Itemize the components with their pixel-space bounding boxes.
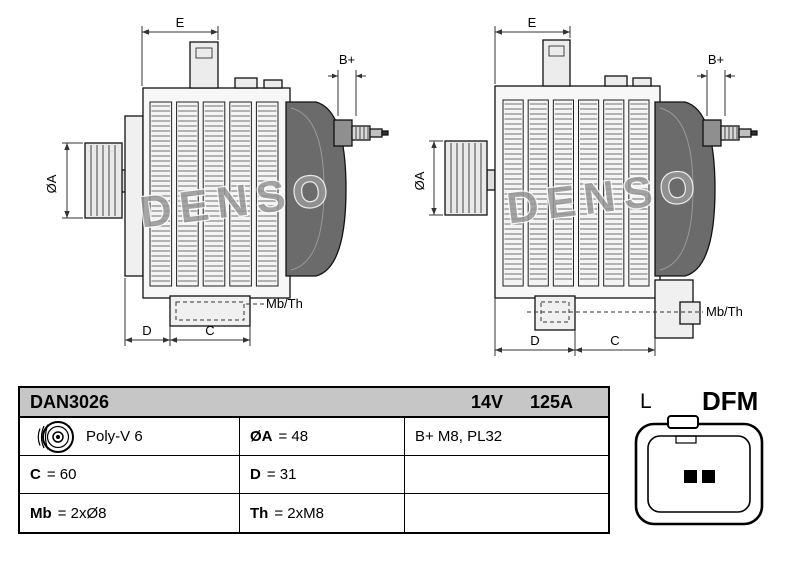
cooling-fins [502,99,650,287]
spec-cell-d: D= 31 [240,456,405,494]
pin-label-dfm: DFM [702,386,758,416]
svg-text:D: D [530,333,539,348]
lifting-lug [542,39,571,87]
mbth-callout: Mb/Th [246,296,303,311]
svg-text:Mb/Th: Mb/Th [266,296,303,311]
svg-text:D: D [142,323,151,338]
spec-cell-pulley: Poly-V 6 [20,418,240,456]
alternator-drawing-left: DENSO E ØA B+ Mb/Th D [44,15,389,346]
spec-cell-th: Th= 2xM8 [240,494,405,532]
dimension-e: E [141,15,219,86]
dimension-diameter-a: ØA [415,140,443,216]
pin-label-l: L [640,390,652,413]
part-number: DAN3026 [30,391,110,412]
dimension-bplus: B+ [328,52,366,116]
cooling-fins [149,101,279,287]
dimension-e: E [494,15,571,84]
svg-text:ØA: ØA [415,171,427,190]
spec-cell-c: C= 60 [20,456,240,494]
dimension-bplus: B+ [697,52,735,116]
spec-cell-mb: Mb= 2xØ8 [20,494,240,532]
spec-cell-da: ØA= 48 [240,418,405,456]
alternator-body [119,41,291,299]
dimension-diameter-a: ØA [44,142,83,219]
alternator-drawing-right: DENSO E ØA B+ Mb/Th D [415,15,758,356]
spec-table: DAN3026 14V 125A Poly-V 6 ØA= 48 B+ M8, … [18,386,610,534]
svg-text:C: C [205,323,214,338]
svg-text:ØA: ØA [44,174,59,193]
mount-lug [169,295,251,327]
rear-cover [285,101,347,277]
mount-ears [527,279,703,339]
connector-outline [634,415,764,526]
svg-text:C: C [610,333,619,348]
svg-text:E: E [176,15,185,30]
dimension-c: C [575,333,656,356]
svg-text:B+: B+ [339,52,355,67]
svg-text:B+: B+ [708,52,724,67]
voltage: 14V [470,391,503,412]
spec-table-header: DAN3026 14V 125A [20,388,608,418]
lifting-lug [189,41,219,89]
pulley [84,142,123,219]
bplus-terminal [333,119,389,147]
dimension-d: D [124,278,171,346]
dimension-d: D [494,298,576,356]
pulley [444,140,488,216]
rear-cover [654,101,716,277]
connector-pins [684,470,715,483]
pulley-icon [37,420,74,453]
bplus-terminal [702,119,758,147]
dimension-c: C [170,323,251,346]
spec-table-body: Poly-V 6 ØA= 48 B+ M8, PL32 C= 60 D= 31 … [20,418,608,532]
spec-cell-empty-1 [405,456,608,494]
spec-cell-empty-2 [405,494,608,532]
svg-text:Mb/Th: Mb/Th [706,304,743,319]
amperage: 125A [529,391,573,412]
spec-cell-terminal: B+ M8, PL32 [405,418,608,456]
connector-diagram: L DFM [634,386,764,526]
alternator-body [486,39,661,299]
mbth-callout: Mb/Th [706,304,743,319]
svg-text:E: E [528,15,537,30]
